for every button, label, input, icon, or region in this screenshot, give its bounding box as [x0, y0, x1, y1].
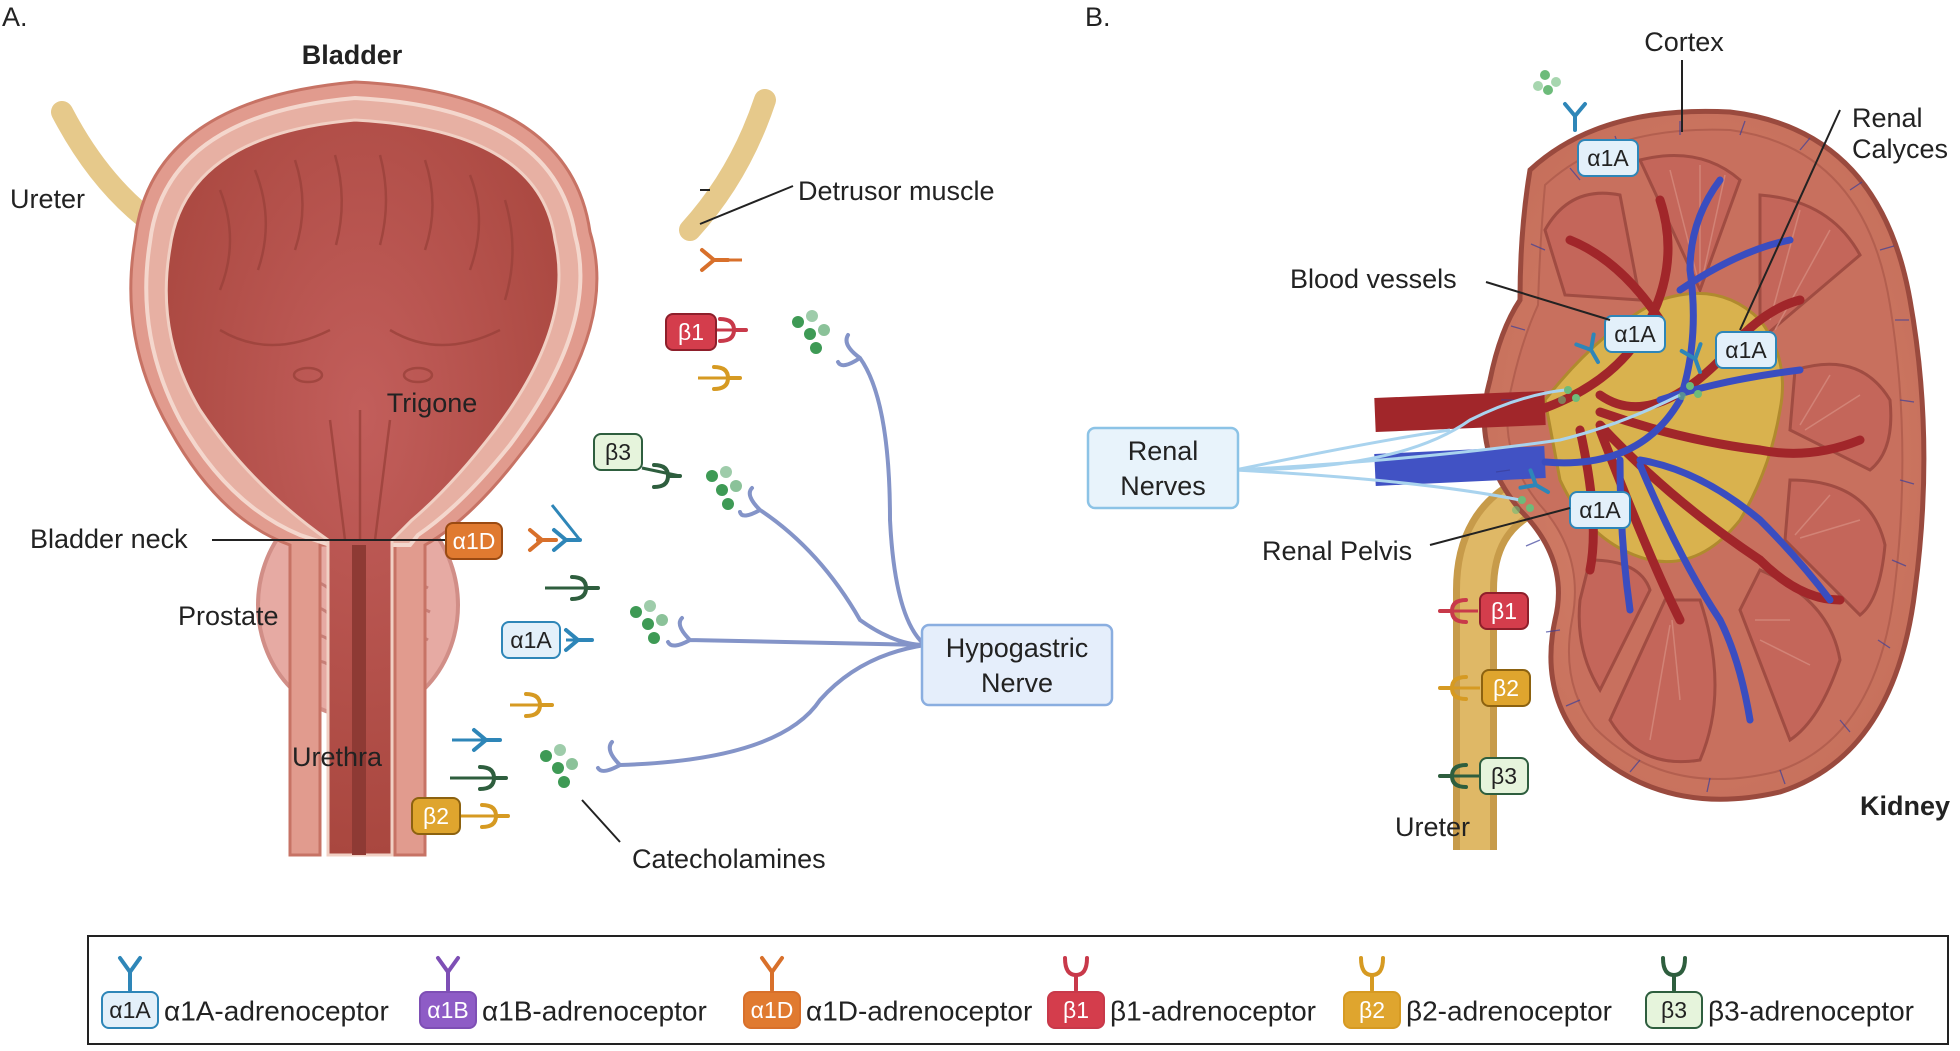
catecholamines-bladder	[540, 310, 830, 788]
legend-badge-text: α1A	[109, 997, 151, 1023]
svg-text:β3: β3	[1491, 763, 1517, 789]
svg-text:β2: β2	[1493, 675, 1519, 701]
svg-text:β3: β3	[605, 439, 631, 465]
svg-text:α1D: α1D	[453, 528, 496, 554]
catecholamines-kidney	[1512, 70, 1702, 514]
svg-text:Nerve: Nerve	[981, 668, 1053, 698]
badge-kidney-b3: β3	[1479, 757, 1529, 795]
renal-nerves-box: Renal Nerves	[1086, 426, 1240, 510]
calyces-label-2: Calyces	[1852, 134, 1948, 164]
prostate-label: Prostate	[178, 601, 279, 631]
legend-receptor-icon	[436, 956, 460, 992]
svg-text:α1A: α1A	[1579, 497, 1621, 523]
panel-b-title: Kidney	[1860, 791, 1950, 821]
badge-kidney-a1a-right: α1A	[1715, 331, 1777, 369]
legend-item: β1 β1-adrenoceptor	[1047, 956, 1316, 1029]
legend-receptor-icon	[1359, 956, 1385, 992]
svg-text:Nerves: Nerves	[1120, 471, 1206, 501]
legend-item: α1A α1A-adrenoceptor	[101, 956, 389, 1029]
calyces-label-1: Renal	[1852, 103, 1923, 133]
renal-pelvis-label: Renal Pelvis	[1262, 536, 1412, 566]
legend-badge	[1645, 991, 1703, 1029]
legend-item: β3 β3-adrenoceptor	[1645, 956, 1914, 1029]
bladder-rugae	[218, 154, 514, 541]
legend-badge-text: β1	[1063, 997, 1089, 1023]
legend-label: α1B-adrenoceptor	[482, 996, 707, 1027]
cortical-vessels	[1495, 120, 1915, 793]
svg-text:β1: β1	[678, 319, 704, 345]
svg-text:Renal: Renal	[1128, 436, 1199, 466]
svg-text:α1A: α1A	[510, 627, 552, 653]
right-ureter	[679, 89, 776, 241]
legend-badge	[101, 991, 159, 1029]
bladder-receptors	[450, 248, 748, 829]
renal-pelvis-leader	[1429, 507, 1571, 546]
cortex-label: Cortex	[1644, 27, 1724, 57]
legend-label: α1D-adrenoceptor	[806, 996, 1032, 1027]
panel-a-title: Bladder	[302, 40, 403, 70]
badge-kidney-a1a-left: α1A	[1604, 315, 1666, 353]
legend-label: β2-adrenoceptor	[1406, 996, 1612, 1027]
trigone-label: Trigone	[387, 388, 478, 418]
hypogastric-nerve-box: Hypogastric Nerve	[920, 623, 1114, 707]
catecholamines-leader	[581, 799, 621, 843]
renal-nerve-fibres	[1234, 388, 1681, 502]
legend-badge	[419, 991, 477, 1029]
badge-a1d: α1D	[445, 522, 503, 560]
catecholamines-label: Catecholamines	[632, 844, 826, 874]
bladder-lumen	[164, 118, 561, 857]
svg-text:α1A: α1A	[1614, 321, 1656, 347]
legend-badge-text: α1B	[427, 997, 468, 1023]
legend-item: β2 β2-adrenoceptor	[1343, 956, 1612, 1029]
badge-kidney-b2: β2	[1481, 669, 1531, 707]
panel-a-letter: A.	[2, 2, 28, 32]
renal-vein	[1374, 446, 1546, 486]
calyces-leader	[1739, 109, 1841, 331]
legend-badge-text: α1D	[751, 997, 794, 1023]
kidney-ureter-label: Ureter	[1395, 812, 1470, 842]
svg-text:β2: β2	[423, 803, 449, 829]
legend-badge	[1343, 991, 1401, 1029]
blood-vessels-leader	[1485, 281, 1611, 321]
legend-label: β3-adrenoceptor	[1708, 996, 1914, 1027]
legend-receptor-icon	[1063, 956, 1089, 992]
svg-text:β1: β1	[1491, 598, 1517, 624]
badge-b2: β2	[411, 797, 461, 835]
urethra-label: Urethra	[292, 742, 383, 772]
svg-text:α1A: α1A	[1587, 145, 1629, 171]
bladder-neck-label: Bladder neck	[30, 524, 188, 554]
hypogastric-nerve-fibres	[596, 333, 927, 773]
svg-text:Hypogastric: Hypogastric	[946, 633, 1089, 663]
legend-badge-text: β3	[1661, 997, 1687, 1023]
panel-b-letter: B.	[1085, 2, 1111, 32]
svg-text:α1A: α1A	[1725, 337, 1767, 363]
legend-receptor-icon	[1661, 956, 1687, 992]
legend-receptor-icon	[118, 956, 142, 992]
detrusor-label: Detrusor muscle	[798, 176, 995, 206]
legend-badge	[1047, 991, 1105, 1029]
badge-b3: β3	[593, 433, 643, 471]
badge-kidney-a1a-top: α1A	[1577, 139, 1639, 177]
legend-box	[87, 935, 1949, 1045]
ureter-label: Ureter	[10, 184, 85, 214]
detrusor-leader	[699, 185, 794, 225]
legend-badge	[743, 991, 801, 1029]
legend-item: α1D α1D-adrenoceptor	[743, 956, 1032, 1029]
legend-receptor-icon	[760, 956, 784, 992]
blood-vessels-label: Blood vessels	[1290, 264, 1457, 294]
renal-artery	[1374, 391, 1546, 432]
legend-item: α1B α1B-adrenoceptor	[419, 956, 707, 1029]
badge-kidney-b1: β1	[1479, 592, 1529, 630]
legend-label: β1-adrenoceptor	[1110, 996, 1316, 1027]
urethra-lumen	[352, 545, 366, 855]
ureter-receptors	[1438, 598, 1480, 789]
badge-a1a: α1A	[501, 621, 561, 659]
legend-label: α1A-adrenoceptor	[164, 996, 389, 1027]
legend-badge-text: β2	[1359, 997, 1385, 1023]
badge-b1: β1	[665, 313, 717, 351]
badge-kidney-a1a-pelvis: α1A	[1569, 491, 1631, 529]
